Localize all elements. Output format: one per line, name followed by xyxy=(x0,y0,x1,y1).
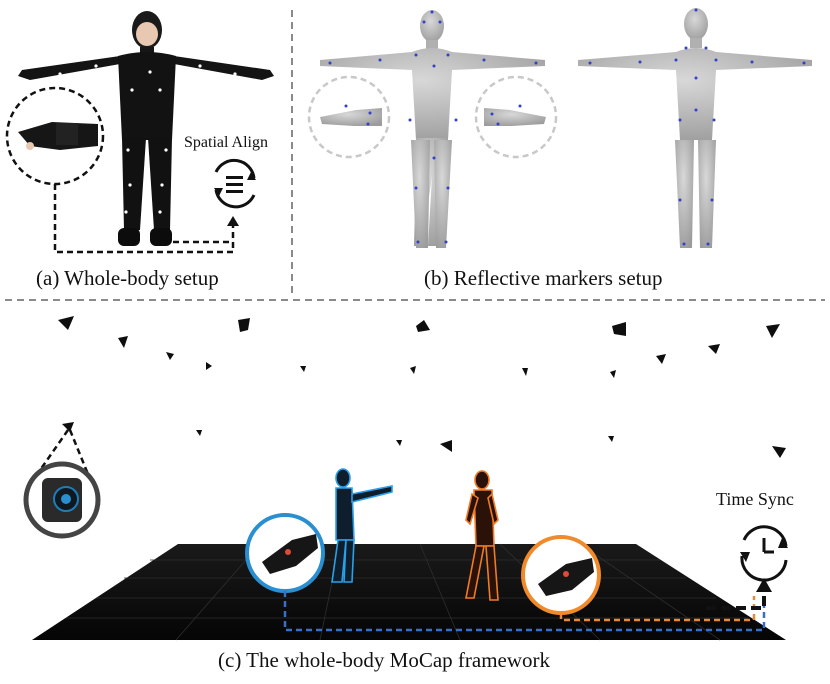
camera xyxy=(656,354,666,364)
left-hand-zoom-circle xyxy=(307,75,391,159)
camera xyxy=(196,430,202,436)
camera xyxy=(608,436,614,442)
camera xyxy=(62,422,74,432)
panel-a-caption: (a) Whole-body setup xyxy=(36,266,219,290)
camera xyxy=(610,370,616,378)
camera xyxy=(440,440,452,452)
camera xyxy=(300,366,306,372)
camera xyxy=(416,320,430,332)
glove-zoom-circle xyxy=(5,86,105,186)
camera xyxy=(206,362,212,370)
orange-avatar xyxy=(465,470,499,601)
right-hand-zoom-circle xyxy=(474,75,558,159)
mocap-suit-person xyxy=(18,11,274,246)
camera xyxy=(708,344,720,354)
camera xyxy=(118,336,128,348)
spatial-align-label: Spatial Align xyxy=(184,134,268,151)
panel-c-caption: (c) The whole-body MoCap framework xyxy=(218,648,551,672)
camera xyxy=(58,316,74,330)
panel-b-caption: (b) Reflective markers setup xyxy=(424,266,663,290)
capture-floor xyxy=(32,543,786,641)
black-sync-path xyxy=(706,590,766,610)
camera xyxy=(772,446,786,458)
orange-glove-zoom-circle xyxy=(521,535,601,615)
blue-avatar xyxy=(331,468,393,583)
time-sync-icon xyxy=(740,525,788,582)
camera xyxy=(522,368,528,376)
blue-sync-path xyxy=(283,591,766,632)
avatar-back xyxy=(578,8,812,248)
avatar-front xyxy=(320,10,545,248)
spatial-align-connector xyxy=(53,184,235,254)
time-sync-label: Time Sync xyxy=(716,489,794,509)
spatial-align-icon xyxy=(214,158,256,209)
camera xyxy=(396,440,402,446)
camera xyxy=(238,318,250,332)
camera xyxy=(166,352,174,360)
blue-glove-zoom-circle xyxy=(245,513,325,593)
camera-zoom-circle xyxy=(23,429,101,539)
camera xyxy=(410,366,416,374)
camera xyxy=(612,322,626,336)
camera xyxy=(766,324,780,338)
mocap-cameras xyxy=(58,316,786,458)
